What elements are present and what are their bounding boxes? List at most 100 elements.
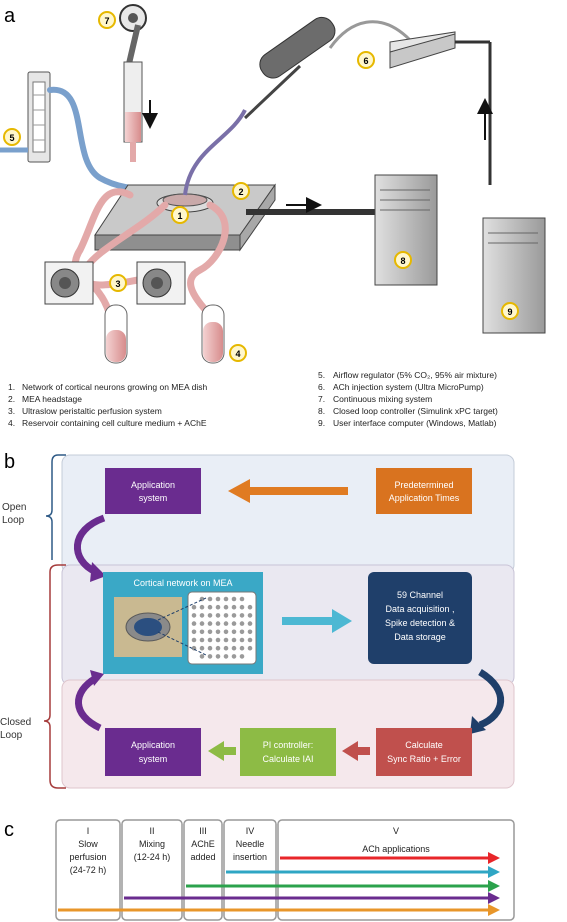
electrode — [247, 621, 253, 626]
badges: 1 2 3 4 5 6 7 8 9 — [3, 11, 519, 362]
electrode — [191, 604, 197, 610]
electrode — [231, 637, 237, 643]
electrode — [223, 604, 229, 610]
svg-text:Ultraslow peristaltic perfusio: Ultraslow peristaltic perfusion system — [22, 406, 162, 416]
svg-text:Continuous mixing system: Continuous mixing system — [333, 394, 432, 404]
application-box-bottom — [105, 728, 201, 776]
injection-line — [183, 109, 247, 196]
electrode — [239, 604, 245, 610]
electrode — [223, 645, 229, 651]
svg-text:Closed loop controller (Simuli: Closed loop controller (Simulink xPC tar… — [333, 406, 498, 416]
air-tube — [47, 86, 188, 198]
legend-left: 1.Network of cortical neurons growing on… — [8, 382, 207, 428]
phase-III-line1: AChE — [191, 839, 215, 849]
electrode — [207, 637, 213, 643]
electrode — [231, 629, 237, 635]
application-top-line1: Application — [131, 480, 175, 490]
svg-text:8.: 8. — [318, 406, 325, 416]
electrode — [191, 629, 197, 635]
phase-I-roman: I — [87, 826, 90, 836]
svg-text:7.: 7. — [318, 394, 325, 404]
phase-V-roman: V — [393, 826, 399, 836]
pump-controller — [389, 31, 456, 69]
electrode — [247, 645, 253, 651]
svg-text:9: 9 — [507, 307, 512, 317]
phase-V-line1: ACh applications — [362, 844, 430, 854]
electrode — [223, 654, 229, 659]
orange-arrow — [228, 479, 348, 503]
electrode — [207, 604, 213, 610]
navy-curve — [478, 669, 505, 729]
predetermined-box — [376, 468, 472, 514]
electrode — [215, 645, 221, 651]
green-arrow — [208, 741, 236, 761]
phase-IV-box — [223, 819, 277, 921]
timeline-arrows — [58, 852, 500, 916]
electrode — [215, 621, 221, 626]
electrode — [239, 596, 245, 602]
mixing-arrow-purple-head — [488, 892, 500, 904]
open-loop-label-2: Loop — [2, 515, 25, 526]
electrode-grid — [187, 591, 257, 665]
badge-9: 9 — [501, 302, 519, 320]
phase-II-roman: II — [149, 826, 154, 836]
pi-controller-line2: Calculate IAI — [262, 754, 313, 764]
svg-text:User interface computer (Windo: User interface computer (Windows, Matlab… — [333, 418, 497, 428]
phase-IV-line1: Needle — [236, 839, 265, 849]
needle-arrow-teal-head — [488, 866, 500, 878]
electrode — [223, 637, 229, 643]
electrode — [247, 613, 253, 618]
purple-curve-bottom — [75, 674, 102, 732]
svg-text:4.: 4. — [8, 418, 15, 428]
phase-III-box — [183, 819, 223, 921]
electrode — [231, 596, 237, 602]
closed-loop-label-2: Loop — [0, 730, 23, 741]
calculate-line1: Calculate — [405, 740, 443, 750]
electrode — [239, 654, 245, 659]
badge-5: 5 — [3, 128, 21, 146]
electrode — [191, 621, 197, 626]
electrode — [215, 604, 221, 610]
open-loop-label: Open — [2, 502, 26, 513]
electrode — [207, 629, 213, 635]
legend-right: 5. Airflow regulator (5% CO₂, 95% air mix… — [318, 370, 498, 428]
electrode — [223, 596, 229, 602]
perfusion-tube-out — [187, 201, 229, 324]
svg-text:1: 1 — [177, 211, 182, 221]
electrode — [199, 637, 205, 643]
zoom-line-bottom — [157, 631, 207, 656]
phase-II-box — [121, 819, 183, 921]
svg-text:Airflow regulator (5% CO₂, 95%: Airflow regulator (5% CO₂, 95% air mixtu… — [333, 370, 497, 380]
open-loop-bracket — [45, 454, 66, 560]
badge-7: 7 — [98, 11, 116, 29]
phase-I-line2: perfusion — [69, 852, 106, 862]
electrode — [199, 629, 205, 635]
svg-text:5: 5 — [9, 133, 14, 143]
peristaltic-pump-1 — [44, 261, 94, 305]
phase-IV-roman: IV — [246, 826, 255, 836]
mea-photo — [114, 597, 182, 657]
svg-text:6.: 6. — [318, 382, 325, 392]
electrode — [247, 629, 253, 635]
electrode — [239, 629, 245, 635]
svg-text:7: 7 — [104, 16, 109, 26]
acquisition-line2: Data acquisition , — [385, 604, 454, 614]
electrode — [199, 621, 205, 626]
electrode — [231, 654, 237, 659]
electrode — [247, 604, 253, 610]
phase-boxes — [55, 819, 515, 921]
electrode — [199, 613, 205, 618]
electrode — [199, 654, 205, 659]
pi-controller-box — [240, 728, 336, 776]
electrode — [223, 629, 229, 635]
svg-text:3.: 3. — [8, 406, 15, 416]
ache-arrow-green-head — [488, 880, 500, 892]
closed-loop-label: Closed — [0, 717, 31, 728]
closed-loop-bracket — [43, 564, 66, 789]
svg-text:5.: 5. — [318, 370, 325, 380]
svg-text:6: 6 — [363, 56, 368, 66]
acquisition-line4: Data storage — [394, 632, 446, 642]
badge-6: 6 — [357, 51, 375, 69]
svg-text:MEA headstage: MEA headstage — [22, 394, 82, 404]
acquisition-line3: Spike detection & — [385, 618, 455, 628]
